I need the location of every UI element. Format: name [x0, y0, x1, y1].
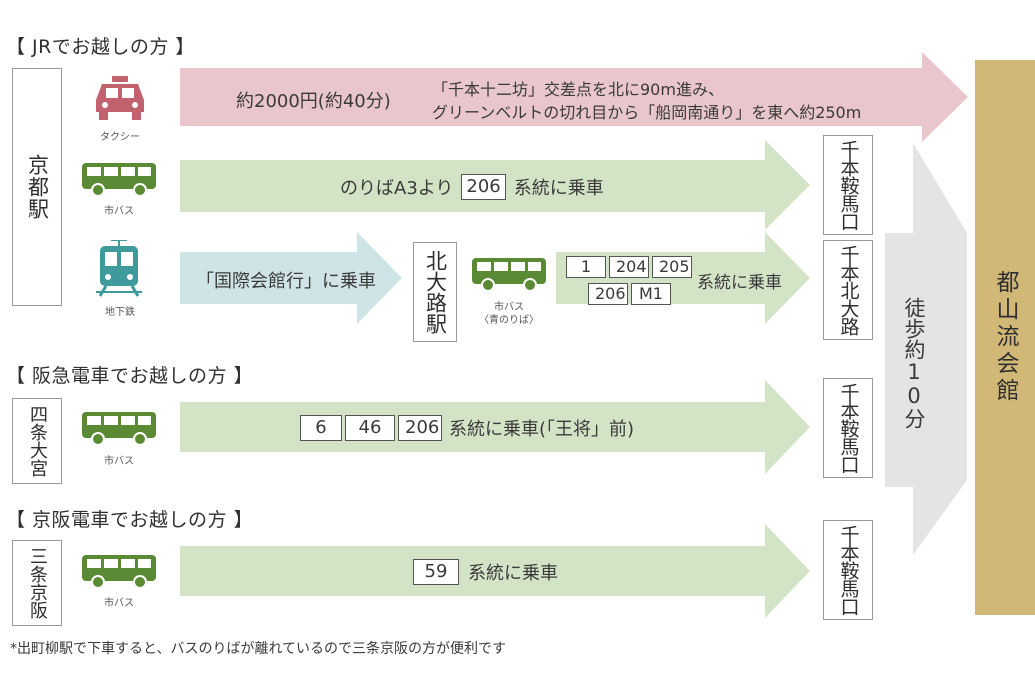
taxi-arrow: [180, 52, 968, 142]
route-badge: 59: [413, 559, 459, 585]
stop-senbon-kitaoji: 千本北大路: [823, 240, 873, 340]
station-shijo-omiya-label: 四条大宮: [27, 405, 48, 477]
taxi-icon: [96, 76, 144, 120]
destination-label: 都山流会館: [992, 270, 1018, 405]
stop-senbon-kurama-3: 千本鞍馬口: [823, 520, 873, 620]
bus-icon: [82, 555, 156, 589]
station-sanjo-keihan-label: 三条京阪: [27, 547, 48, 619]
subway-instruction: 「国際会館行」に乗車: [196, 271, 376, 292]
stop-senbon-kurama-3-label: 千本鞍馬口: [837, 525, 860, 615]
subway-caption: 地下鉄: [105, 307, 135, 318]
bus-caption-kitaoji-sub: 〈青のりば〉: [479, 315, 539, 326]
station-kyoto: 京都駅: [12, 68, 62, 306]
bus-caption-hankyu: 市バス: [104, 456, 134, 467]
heading-jr: 【 JRでお越しの方 】: [6, 36, 195, 58]
hankyu-bus-suffix: 系統に乗車(「王将」前): [449, 419, 635, 440]
bus-icon: [82, 412, 156, 446]
bus-caption-keihan: 市バス: [104, 598, 134, 609]
bus-arrow-hankyu: [180, 380, 810, 474]
kyoto-bus-prefix: のりばA3より: [340, 178, 454, 199]
station-kitaoji: 北大路駅: [413, 242, 457, 342]
taxi-direction-line2: グリーンベルトの切れ目から「船岡南通り」を東へ約250m: [432, 103, 862, 122]
destination-box: 都山流会館: [975, 60, 1035, 615]
subway-icon: [96, 240, 142, 297]
taxi-caption: タクシー: [100, 132, 140, 143]
kyoto-bus-instruction: のりばA3より 206 系統に乗車: [340, 174, 604, 200]
bus-icon: [82, 163, 156, 197]
station-sanjo-keihan: 三条京阪: [12, 540, 62, 626]
footnote: *出町柳駅で下車すると、バスのりばが離れているので三条京阪の方が便利です: [10, 641, 507, 657]
stop-senbon-kurama-1: 千本鞍馬口: [823, 135, 873, 235]
stop-senbon-kitaoji-label: 千本北大路: [837, 245, 860, 335]
kitaoji-routes-row2: 206 M1: [588, 283, 674, 305]
route-badge: 206: [461, 174, 506, 200]
station-shijo-omiya: 四条大宮: [12, 398, 62, 484]
heading-keihan: 【 京阪電車でお越しの方 】: [6, 509, 254, 531]
route-badge: 1: [566, 256, 606, 278]
stop-senbon-kurama-1-label: 千本鞍馬口: [837, 140, 860, 230]
stop-senbon-kurama-2-label: 千本鞍馬口: [837, 383, 860, 473]
keihan-bus-suffix: 系統に乗車: [468, 563, 558, 584]
bus-caption-kyoto: 市バス: [104, 206, 134, 217]
route-badge: 206: [398, 415, 442, 441]
walk-arrow: [885, 143, 967, 555]
heading-hankyu: 【 阪急電車でお越しの方 】: [6, 365, 254, 387]
walk-label: 徒歩約10分: [902, 297, 926, 429]
bus-caption-kitaoji: 市バス: [494, 302, 524, 313]
route-badge: 205: [652, 256, 692, 278]
route-badge: 46: [345, 415, 395, 441]
subway-arrow: [180, 232, 402, 324]
route-badge: M1: [631, 283, 671, 305]
taxi-direction-line1: 「千本十二坊」交差点を北に90m進み、: [432, 80, 724, 99]
bus-icon: [472, 258, 546, 292]
kitaoji-suffix: 系統に乗車: [697, 273, 782, 293]
hankyu-bus-instruction: 6 46 206 系統に乗車(「王将」前): [300, 415, 634, 441]
taxi-fare: 約2000円(約40分): [236, 91, 391, 112]
kitaoji-routes-row1: 1 204 205: [566, 256, 695, 278]
route-badge: 204: [609, 256, 649, 278]
station-kyoto-label: 京都駅: [25, 154, 50, 220]
keihan-bus-instruction: 59 系統に乗車: [413, 559, 558, 585]
stop-senbon-kurama-2: 千本鞍馬口: [823, 378, 873, 478]
kyoto-bus-suffix: 系統に乗車: [513, 178, 604, 199]
route-badge: 6: [300, 415, 342, 441]
bus-arrow-keihan: [180, 524, 810, 618]
station-kitaoji-label: 北大路駅: [423, 250, 448, 334]
route-badge: 206: [588, 283, 628, 305]
